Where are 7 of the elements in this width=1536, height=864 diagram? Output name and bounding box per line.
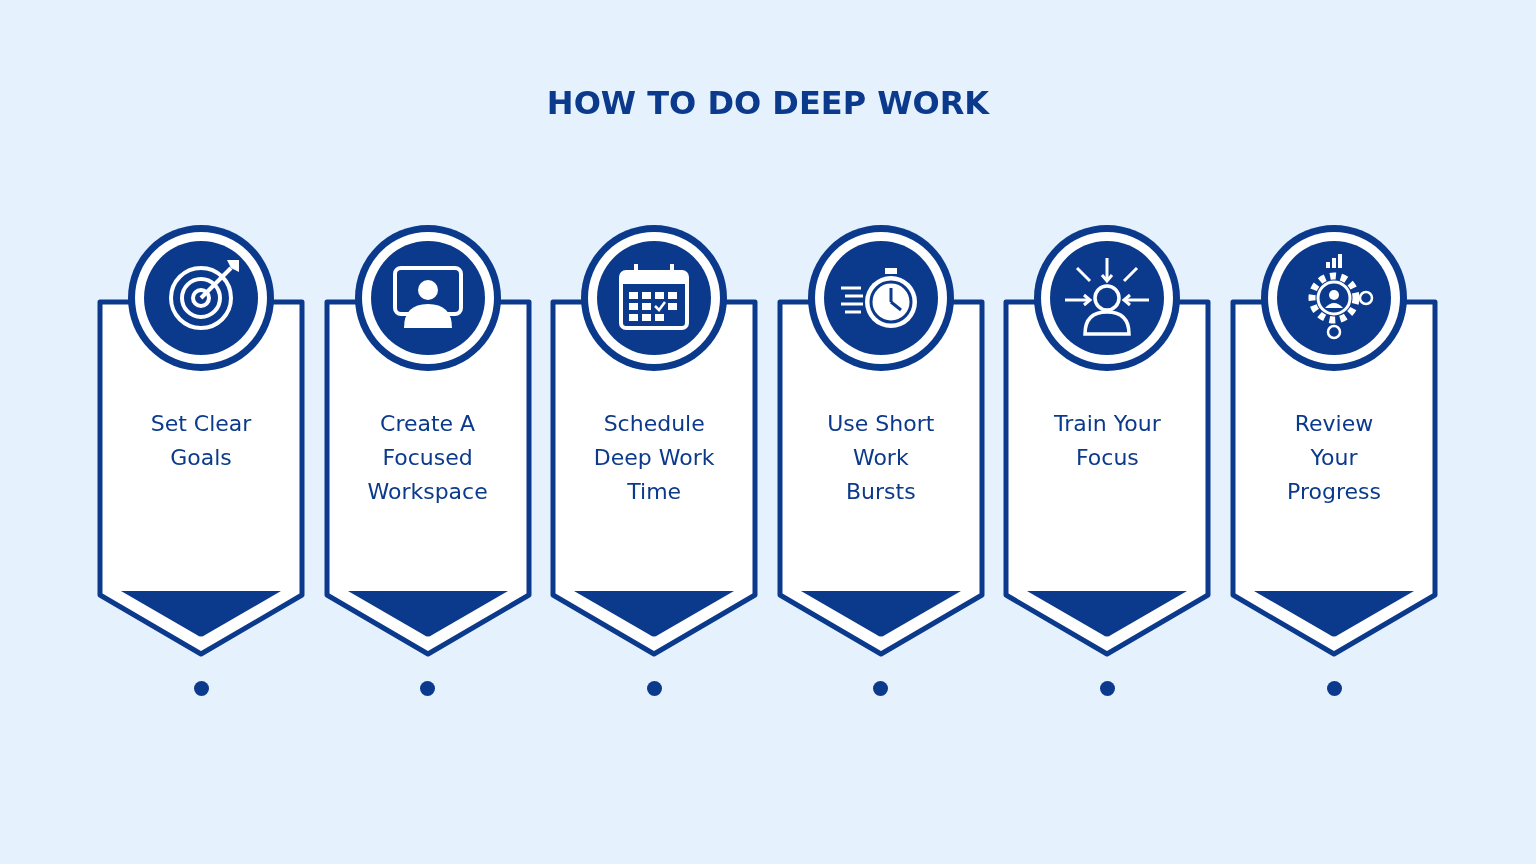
step-label: Review Your Progress [1286, 410, 1382, 506]
title: HOW TO DO DEEP WORK [546, 84, 990, 122]
step-label: Train Your Focus [1053, 410, 1162, 472]
step-label: Schedule Deep Work Time [592, 410, 716, 506]
step-label: Create A Focused Workspace [366, 410, 489, 506]
step-label: Use Short Work Bursts [826, 410, 936, 506]
step-label: Set Clear Goals [149, 410, 253, 472]
